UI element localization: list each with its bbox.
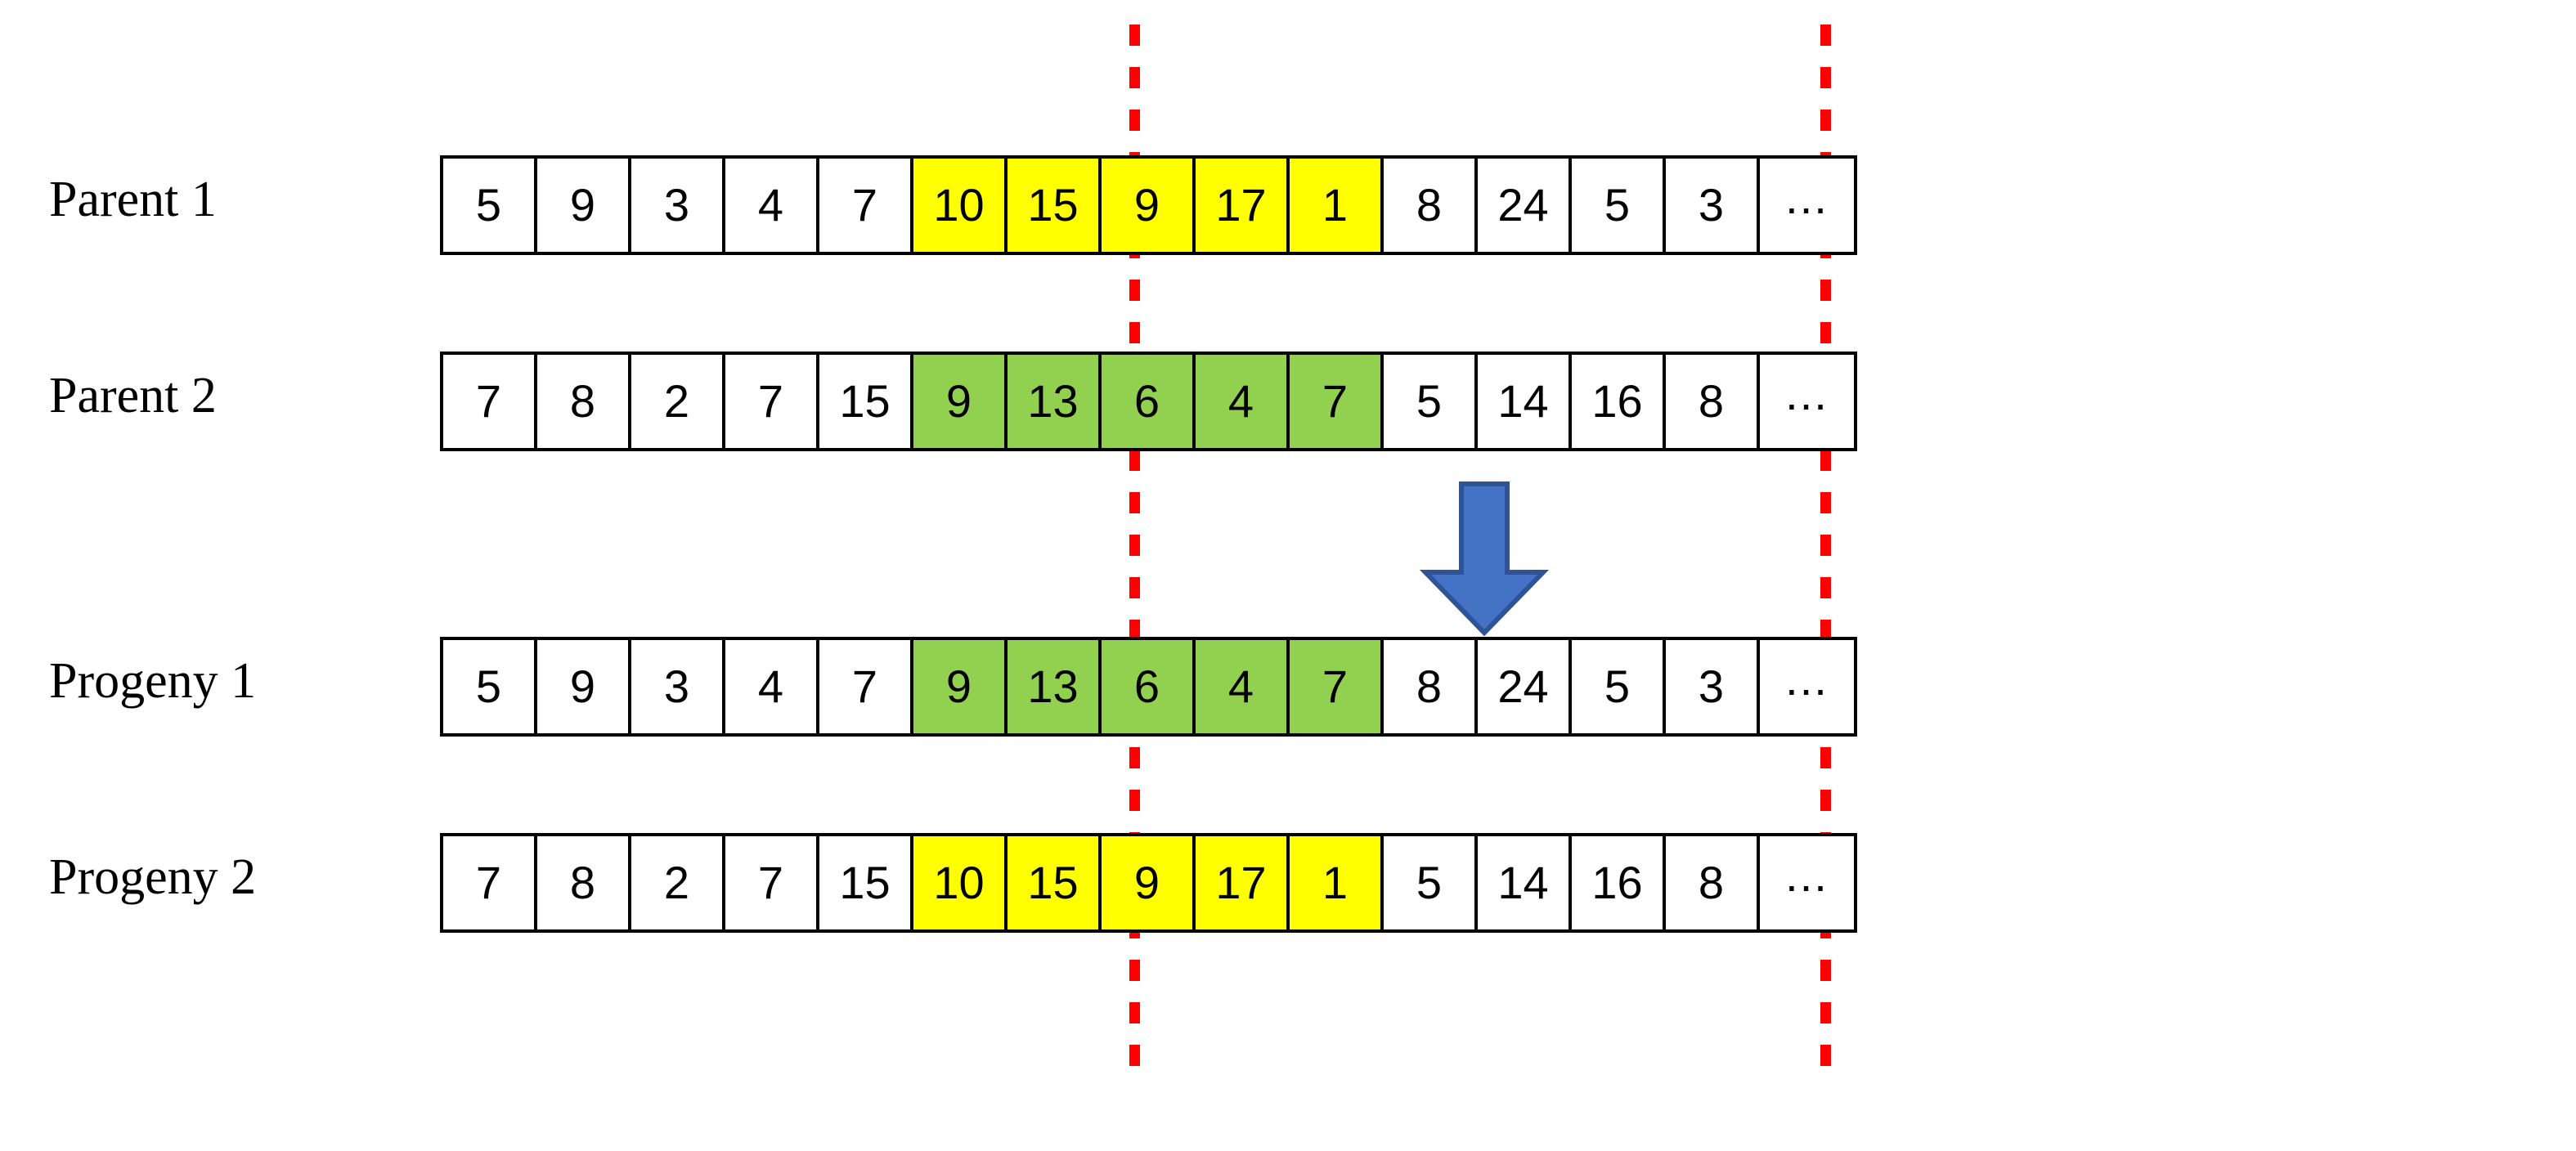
crossover-cut-line-right xyxy=(1820,25,1831,1079)
gene-cell: 5 xyxy=(1572,640,1666,733)
gene-cell: 1 xyxy=(1290,836,1384,929)
gene-cell: 5 xyxy=(1572,159,1666,252)
gene-cell: 16 xyxy=(1572,836,1666,929)
gene-cell: 24 xyxy=(1478,640,1572,733)
gene-cell: 3 xyxy=(631,640,725,733)
row-label-progeny-2: Progeny 2 xyxy=(49,849,257,905)
gene-cell: 4 xyxy=(725,640,819,733)
gene-cell: 13 xyxy=(1008,640,1102,733)
gene-cell: 5 xyxy=(1384,355,1478,448)
gene-cell: 10 xyxy=(913,836,1008,929)
gene-cell: 5 xyxy=(443,640,537,733)
gene-cell: 7 xyxy=(443,355,537,448)
gene-cell: 3 xyxy=(1666,159,1760,252)
gene-cell: 8 xyxy=(537,836,631,929)
gene-cell: 14 xyxy=(1478,836,1572,929)
gene-cell: 1 xyxy=(1290,159,1384,252)
gene-cell: 8 xyxy=(1384,640,1478,733)
gene-cell: ... xyxy=(1760,836,1854,929)
gene-cell: 7 xyxy=(725,836,819,929)
gene-cell: 15 xyxy=(819,355,913,448)
gene-cell: ... xyxy=(1760,640,1854,733)
row-label-parent-2: Parent 2 xyxy=(49,368,217,423)
gene-cell: 7 xyxy=(819,640,913,733)
gene-cell: 10 xyxy=(913,159,1008,252)
gene-cell: 16 xyxy=(1572,355,1666,448)
gene-cell: 8 xyxy=(1384,159,1478,252)
gene-cell: 9 xyxy=(913,355,1008,448)
gene-cell: 9 xyxy=(1102,836,1196,929)
gene-cell: 7 xyxy=(1290,640,1384,733)
gene-cell: 7 xyxy=(1290,355,1384,448)
gene-cell: 14 xyxy=(1478,355,1572,448)
gene-cell: 4 xyxy=(1196,640,1290,733)
gene-cell: 13 xyxy=(1008,355,1102,448)
gene-cell: 4 xyxy=(1196,355,1290,448)
gene-cell: 5 xyxy=(443,159,537,252)
crossover-cut-line-left xyxy=(1129,25,1140,1079)
gene-cell: 24 xyxy=(1478,159,1572,252)
gene-cell: 8 xyxy=(1666,836,1760,929)
row-label-progeny-1: Progeny 1 xyxy=(49,653,257,709)
row-label-parent-1: Parent 1 xyxy=(49,172,217,227)
gene-cell: 6 xyxy=(1102,355,1196,448)
gene-cell: 17 xyxy=(1196,159,1290,252)
gene-cell: 6 xyxy=(1102,640,1196,733)
gene-cell: 5 xyxy=(1384,836,1478,929)
gene-cell: 3 xyxy=(631,159,725,252)
gene-cell: 9 xyxy=(537,159,631,252)
gene-cell: 2 xyxy=(631,355,725,448)
gene-cell: 4 xyxy=(725,159,819,252)
gene-cell: ... xyxy=(1760,159,1854,252)
gene-cell: 15 xyxy=(1008,836,1102,929)
gene-cell: 9 xyxy=(913,640,1008,733)
gene-cell: 15 xyxy=(1008,159,1102,252)
gene-cell: 15 xyxy=(819,836,913,929)
gene-cell: 8 xyxy=(1666,355,1760,448)
gene-cell: 7 xyxy=(443,836,537,929)
gene-cell: ... xyxy=(1760,355,1854,448)
gene-cell: 9 xyxy=(1102,159,1196,252)
gene-cell: 9 xyxy=(537,640,631,733)
gene-cell: 2 xyxy=(631,836,725,929)
gene-cell: 3 xyxy=(1666,640,1760,733)
gene-cell: 7 xyxy=(819,159,913,252)
down-arrow-icon xyxy=(1419,481,1550,636)
gene-cell: 7 xyxy=(725,355,819,448)
gene-cell: 8 xyxy=(537,355,631,448)
gene-cell: 17 xyxy=(1196,836,1290,929)
